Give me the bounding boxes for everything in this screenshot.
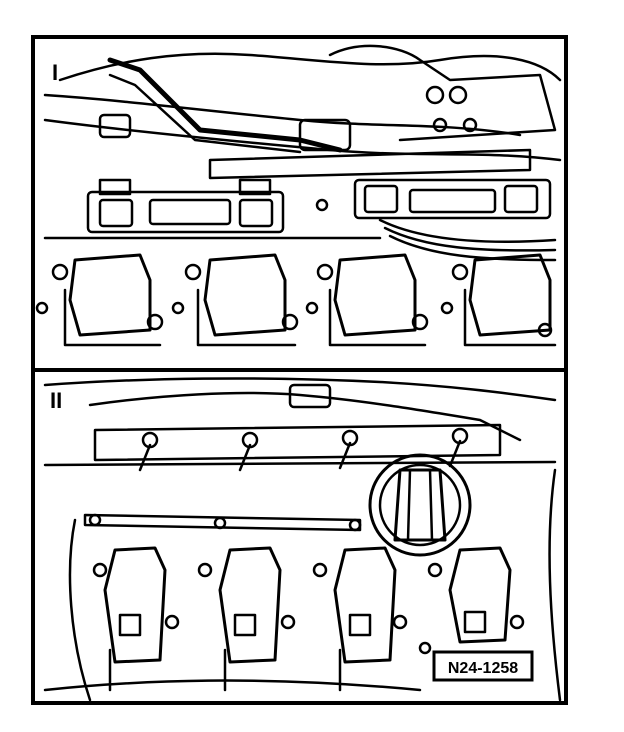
connector-rail-right [353, 178, 552, 220]
reference-tag-box [432, 650, 534, 682]
hose-pipe [107, 57, 343, 153]
coil-1-2 [171, 253, 299, 347]
top-connector [298, 118, 352, 152]
injector-rail [93, 423, 502, 462]
reference-tag: N24-1258 [448, 660, 518, 677]
coil-1-4 [440, 253, 557, 347]
coil-2-2 [197, 546, 296, 692]
oil-filler-cap [368, 453, 472, 557]
connector-rail-left [86, 190, 285, 234]
hose-top [58, 52, 562, 82]
wire-top [88, 391, 522, 442]
coil-1-1 [35, 253, 164, 347]
panel-2-label: II [50, 388, 62, 413]
panel-1-label: I [52, 60, 58, 85]
coil-1-3 [305, 253, 429, 347]
panel-2 [43, 377, 562, 702]
coil-2-4 [427, 546, 525, 644]
panel-1 [35, 44, 562, 347]
